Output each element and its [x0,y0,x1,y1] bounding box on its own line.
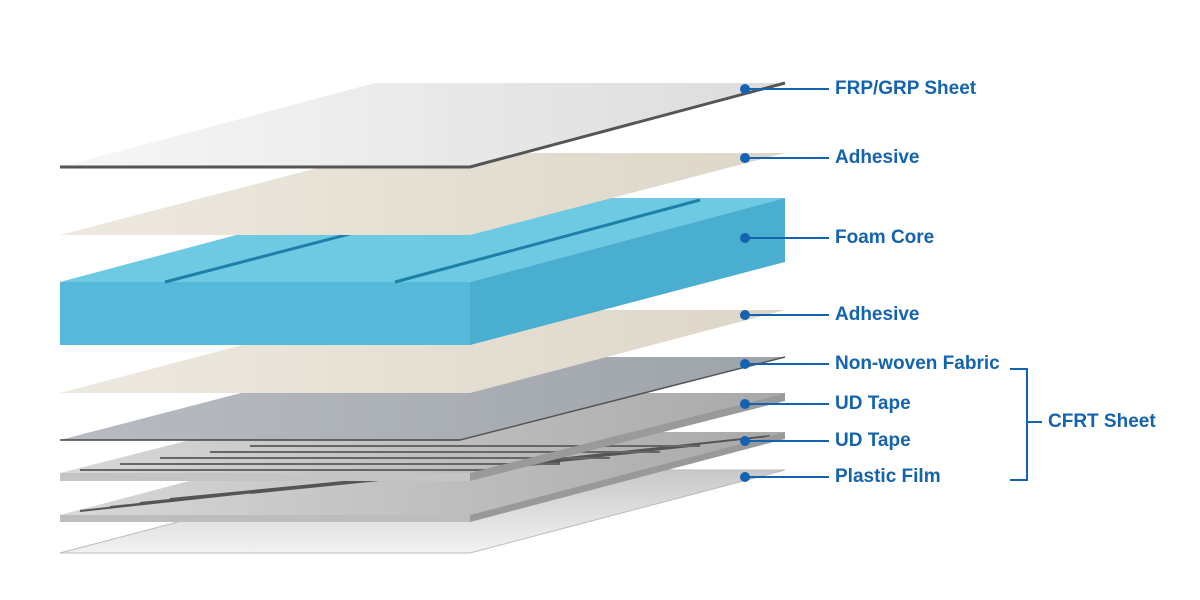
adhesive-layer-1 [60,153,785,235]
label-adhesive-top: Adhesive [835,147,920,168]
label-non-woven-fabric: Non-woven Fabric [835,353,1000,374]
label-ud-tape-2: UD Tape [835,430,911,451]
leader-lines [740,84,1042,482]
label-frp-grp-sheet: FRP/GRP Sheet [835,78,977,99]
frp-grp-sheet-layer [60,83,785,167]
label-cfrt-sheet-group: CFRT Sheet [1048,411,1156,432]
label-adhesive-bottom: Adhesive [835,304,920,325]
adhesive-layer-2 [60,310,785,393]
non-woven-fabric-layer [60,357,785,440]
label-plastic-film: Plastic Film [835,466,941,487]
label-foam-core: Foam Core [835,227,935,248]
label-ud-tape-1: UD Tape [835,393,911,414]
